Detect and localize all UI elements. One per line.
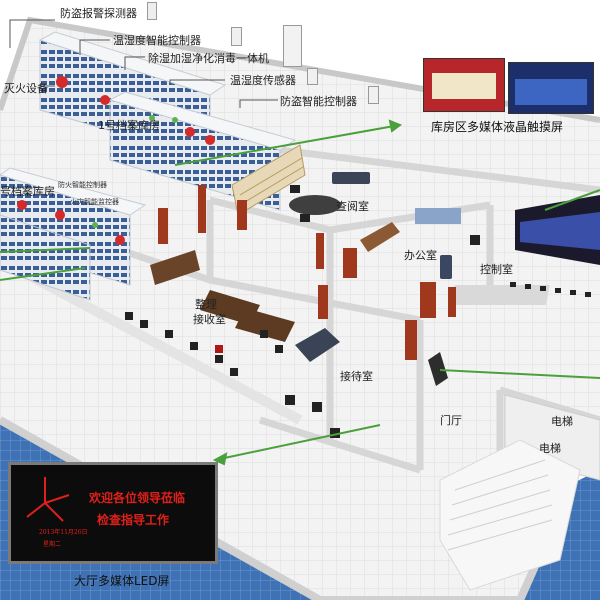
sensor-icon xyxy=(307,68,318,85)
lobby-led-screen: 欢迎各位领导莅临 检查指导工作 2013年11月26日 星期二 xyxy=(8,462,218,564)
controller-icon xyxy=(231,27,242,46)
doors xyxy=(158,185,456,360)
label-archive-room-2: 号档案库房 xyxy=(0,185,55,198)
label-temp-humidity-sensor: 温湿度传感器 xyxy=(230,74,296,87)
label-temp-humidity-controller: 温湿度智能控制器 xyxy=(113,34,201,47)
label-dehumid-purify-unit: 除湿加湿净化消毒一体机 xyxy=(148,52,269,65)
label-sorting-room-2: 接收室 xyxy=(193,313,226,326)
touchscreen-caption: 库房区多媒体液晶触摸屏 xyxy=(431,120,564,134)
touchscreen-panel-1 xyxy=(423,58,505,112)
label-anti-theft-detector: 防盗报警探测器 xyxy=(60,7,137,20)
archive-room-2-shelves xyxy=(0,167,147,301)
anti-theft-controller-icon xyxy=(368,86,379,104)
dehumidifier-icon xyxy=(283,25,302,67)
label-office: 办公室 xyxy=(404,249,437,262)
label-fire-small-2: 火灾智能监控器 xyxy=(70,198,119,206)
led-line-2: 检查指导工作 xyxy=(97,513,170,527)
clock-icon xyxy=(26,477,70,522)
label-elevator-1: 电梯 xyxy=(551,415,573,428)
lobby-kiosk xyxy=(428,352,448,386)
label-fire-equipment: 灭火设备 xyxy=(4,82,48,95)
label-fire-small-1: 防火智能控制器 xyxy=(58,181,107,189)
label-control-room: 控制室 xyxy=(480,263,513,276)
label-elevator-2: 电梯 xyxy=(539,442,561,455)
fire-devices xyxy=(17,76,215,245)
label-lobby: 门厅 xyxy=(440,414,462,427)
touchscreen-panel-2-content xyxy=(515,79,587,105)
reception-sofa xyxy=(295,328,340,362)
led-weekday: 星期二 xyxy=(43,541,62,548)
label-sorting-room-1: 整理 xyxy=(195,298,217,311)
touchscreen-panel-2 xyxy=(508,62,594,114)
label-reading-room: 查阅室 xyxy=(336,200,369,213)
led-caption: 大厅多媒体LED屏 xyxy=(74,574,170,588)
archive-room-1-shelves xyxy=(38,31,297,211)
office-desk xyxy=(360,222,400,252)
led-date: 2013年11月26日 xyxy=(39,529,88,536)
callout-lines xyxy=(9,19,278,108)
label-reception-room: 接待室 xyxy=(340,370,373,383)
label-archive-room-1: 1号档案库房 xyxy=(98,119,160,132)
detector-icon xyxy=(147,2,157,20)
reading-table xyxy=(289,195,341,215)
led-line-1: 欢迎各位领导莅临 xyxy=(89,491,186,505)
sorting-desk xyxy=(150,250,200,285)
touchscreen-panel-1-content xyxy=(432,73,496,99)
green-arrows xyxy=(0,119,600,466)
label-anti-theft-controller: 防盗智能控制器 xyxy=(280,95,357,108)
